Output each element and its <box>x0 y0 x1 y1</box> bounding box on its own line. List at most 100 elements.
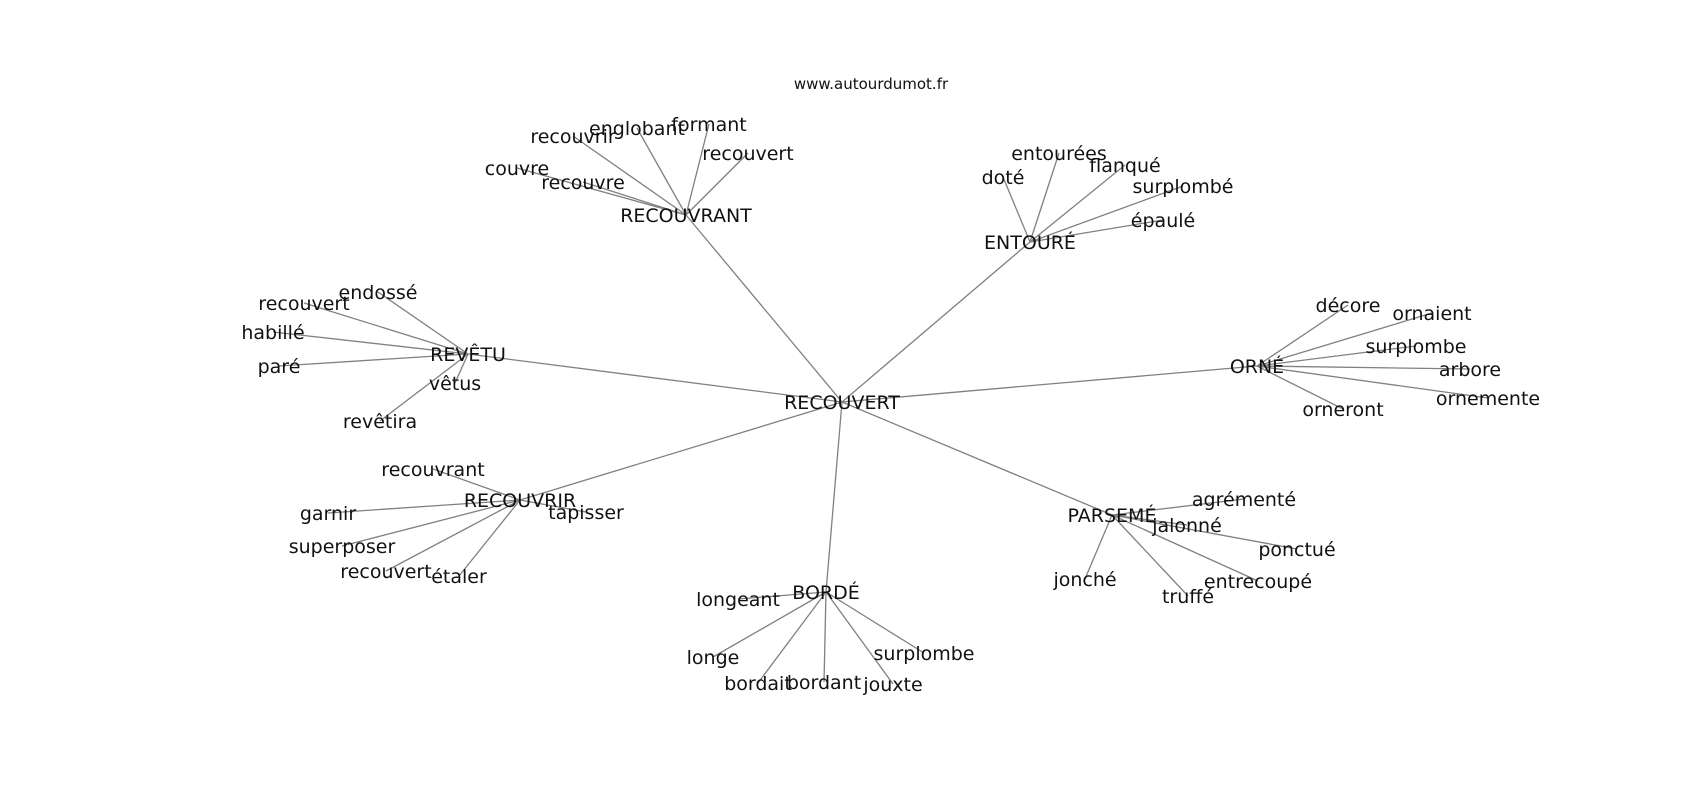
edge-recouvrir-leaf-0 <box>432 468 521 501</box>
edge-orne-leaf-0 <box>1256 304 1349 367</box>
edge-orne-leaf-2 <box>1256 345 1417 367</box>
leaf-node-label: revêtira <box>343 411 417 433</box>
edge-recouvrant-leaf-0 <box>572 135 687 216</box>
edge-recouvrant-leaf-5 <box>582 181 687 216</box>
group-node-label-orne: ORNÉ <box>1230 355 1284 378</box>
leaf-node-label: formant <box>671 114 746 136</box>
center-node-label: RECOUVERT <box>784 392 900 414</box>
edge-recouvrir-leaf-2 <box>519 499 587 513</box>
edge-center-entoure <box>841 241 1031 403</box>
edge-orne-leaf-4 <box>1256 365 1489 399</box>
edge-orne-leaf-1 <box>1256 312 1433 367</box>
edge-borde-leaf-5 <box>825 591 894 685</box>
leaf-node-label: recouvert <box>340 561 431 583</box>
group-node-label-entoure: ENTOURÉ <box>984 231 1076 254</box>
group-node-label-parseme: PARSEMÉ <box>1068 504 1157 527</box>
edge-borde-leaf-1 <box>825 591 925 654</box>
group-node-label-recouvrir: RECOUVRIR <box>464 490 576 512</box>
leaf-node-label: paré <box>258 356 301 378</box>
leaf-node-label: étaler <box>431 566 487 588</box>
edge-entoure-leaf-2 <box>1029 164 1126 243</box>
leaf-node-label: recouvert <box>702 143 793 165</box>
leaf-node-label: superposer <box>289 536 396 558</box>
leaf-node-label: endossé <box>339 282 418 304</box>
leaf-node-label: agrémenté <box>1192 489 1296 511</box>
edge-revetu-leaf-0 <box>377 291 469 355</box>
edge-recouvrir-leaf-4 <box>385 499 521 572</box>
edge-parseme-leaf-2 <box>1111 514 1298 550</box>
edge-center-recouvrant <box>685 214 843 403</box>
edge-recouvrant-leaf-1 <box>636 127 687 216</box>
edge-parseme-leaf-0 <box>1111 498 1245 516</box>
leaf-node-label: longeant <box>696 589 780 611</box>
leaf-node-label: surplombé <box>1133 176 1234 198</box>
leaf-node-label: surplombe <box>1366 336 1467 358</box>
leaf-node-label: jouxte <box>862 674 922 696</box>
edge-recouvrant-leaf-3 <box>685 152 749 216</box>
edge-revetu-leaf-2 <box>272 331 469 355</box>
edge-parseme-leaf-4 <box>1111 514 1189 597</box>
edge-recouvrir-leaf-3 <box>341 499 521 547</box>
leaf-node-label: truffé <box>1162 586 1214 608</box>
edge-revetu-leaf-3 <box>278 353 469 367</box>
leaf-node-label: jalonné <box>1151 515 1222 537</box>
graph-edges <box>272 123 1489 685</box>
group-node-label-revetu: REVÊTU <box>430 343 506 366</box>
leaf-node-label: tapisser <box>548 502 624 524</box>
edge-borde-leaf-3 <box>757 591 827 684</box>
edge-revetu-leaf-1 <box>303 302 469 355</box>
leaf-node-label: recouvre <box>541 172 625 194</box>
leaf-node-label: ornaient <box>1392 303 1471 325</box>
edge-orne-leaf-5 <box>1256 365 1344 410</box>
leaf-node-label: garnir <box>300 503 357 525</box>
edge-center-orne <box>841 365 1258 403</box>
edge-recouvrir-leaf-1 <box>327 499 521 514</box>
leaf-node-label: arbore <box>1439 359 1501 381</box>
leaf-node-label: orneront <box>1302 399 1383 421</box>
edge-entoure-leaf-0 <box>1029 152 1060 243</box>
leaf-node-label: ponctué <box>1258 539 1335 561</box>
leaf-node-label: surplombe <box>874 643 975 665</box>
leaf-node-label: habillé <box>241 322 304 344</box>
edge-borde-leaf-4 <box>823 591 827 683</box>
edge-orne-leaf-3 <box>1256 365 1471 370</box>
leaf-node-label: recouvrant <box>381 459 484 481</box>
leaf-node-label: recouvrir <box>530 126 616 148</box>
leaf-node-label: englobant <box>589 118 685 140</box>
edge-borde-leaf-2 <box>712 591 827 658</box>
edge-parseme-leaf-5 <box>1084 514 1113 580</box>
edge-parseme-leaf-3 <box>1111 514 1259 582</box>
leaf-node-label: jonché <box>1052 569 1116 591</box>
edge-entoure-leaf-3 <box>1029 185 1184 243</box>
leaf-node-label: bordait <box>724 673 792 695</box>
leaf-node-label: recouvert <box>258 293 349 315</box>
edge-entoure-leaf-4 <box>1029 219 1164 243</box>
leaf-node-label: entrecoupé <box>1204 571 1312 593</box>
leaf-node-label: flanqué <box>1089 155 1160 177</box>
edge-entoure-leaf-1 <box>1002 176 1031 243</box>
edge-center-parseme <box>841 401 1113 516</box>
leaf-node-label: décore <box>1316 295 1381 317</box>
leaf-node-label: entourées <box>1011 143 1107 165</box>
leaf-node-label: doté <box>982 167 1025 189</box>
group-node-label-recouvrant: RECOUVRANT <box>620 205 752 227</box>
leaf-node-label: longe <box>687 647 740 669</box>
leaf-node-label: couvre <box>485 158 549 180</box>
edge-revetu-leaf-5 <box>379 353 469 422</box>
leaf-node-label: épaulé <box>1131 210 1195 232</box>
leaf-node-label: bordant <box>787 672 861 694</box>
source-url: www.autourdumot.fr <box>794 75 949 93</box>
edge-borde-leaf-0 <box>737 591 827 600</box>
edge-center-revetu <box>467 353 843 403</box>
edge-revetu-leaf-4 <box>454 353 469 384</box>
group-node-label-borde: BORDÉ <box>792 581 860 604</box>
edge-center-recouvrir <box>519 401 843 501</box>
leaf-node-label: vêtus <box>429 373 481 395</box>
edge-center-borde <box>825 401 843 593</box>
edge-recouvrir-leaf-5 <box>458 499 521 577</box>
edge-recouvrant-leaf-4 <box>516 167 687 216</box>
edge-recouvrant-leaf-2 <box>685 123 710 216</box>
leaf-node-label: ornemente <box>1436 388 1540 410</box>
